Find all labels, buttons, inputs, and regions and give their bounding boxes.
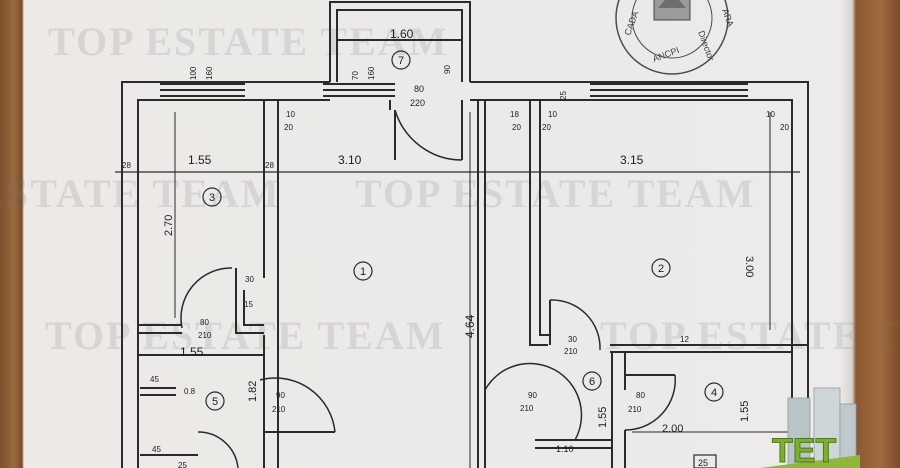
- dim-w-3-10: 3.10: [338, 153, 362, 167]
- dim-mid-28: 28: [265, 161, 274, 170]
- dim-d3-80: 80: [200, 318, 209, 327]
- room-5-label: 5: [212, 396, 218, 408]
- room-4-label: 4: [711, 387, 717, 399]
- dim-h6-1-55: 1.55: [597, 407, 609, 428]
- tet-logo: TET: [760, 387, 860, 468]
- dim-door-220: 220: [410, 98, 425, 108]
- logo-text: TET: [772, 432, 836, 468]
- dim-d6-30: 30: [568, 335, 577, 344]
- dim-top-1-60: 1.60: [390, 27, 414, 41]
- dim-d6b-210: 210: [520, 404, 534, 413]
- dim-w-0-8: 0.8: [184, 387, 196, 396]
- dim-h-3-00: 3.00: [743, 256, 755, 277]
- room-2-label: 2: [658, 263, 664, 275]
- dim-d3-210: 210: [198, 331, 212, 340]
- stamp-text-4: ARA: [720, 7, 736, 28]
- dim-t-25: 25: [559, 91, 568, 100]
- dim-h4-1-55: 1.55: [739, 401, 751, 422]
- dim-h-1-82: 1.82: [247, 381, 259, 402]
- watermark-top: TOP ESTATE TEAM: [48, 19, 449, 64]
- dim-t-10b: 10: [548, 110, 557, 119]
- dim-w2-160: 160: [367, 66, 376, 80]
- dim-t-10c: 10: [766, 110, 775, 119]
- dim-door-80: 80: [414, 84, 424, 94]
- dim-d4-80: 80: [636, 391, 645, 400]
- room-7-label: 7: [398, 55, 404, 67]
- dim-t-20a: 20: [284, 123, 293, 132]
- stamp-text-3: ANCPI: [651, 45, 680, 64]
- dim-w-25: 25: [178, 461, 187, 468]
- dim-d5-90: 90: [276, 391, 285, 400]
- dim-t-20c: 20: [542, 123, 551, 132]
- dim-w4-2-00: 2.00: [662, 423, 683, 435]
- dim-d6b-90: 90: [528, 391, 537, 400]
- dim-t-20d: 20: [780, 123, 789, 132]
- dim-t-18: 18: [510, 110, 519, 119]
- watermark-left-mid: TOP ESTATE TEAM: [0, 171, 281, 216]
- watermark-bottom-right: TOP ESTATE TEAM: [600, 313, 900, 358]
- dim-w1-160: 160: [205, 66, 214, 80]
- dim-w-1-10: 1.10: [556, 444, 574, 454]
- dim-bot-25: 25: [698, 458, 708, 468]
- dim-d7-90: 90: [443, 65, 452, 74]
- room-3-label: 3: [209, 192, 215, 204]
- watermark-center-mid: TOP ESTATE TEAM: [355, 171, 756, 216]
- dim-d-12: 12: [680, 335, 689, 344]
- dim-w-45b: 45: [152, 445, 161, 454]
- dim-h-2-70: 2.70: [163, 215, 175, 236]
- dim-h-4-64: 4.64: [463, 314, 477, 338]
- dim-w2-70: 70: [351, 71, 360, 80]
- dim-left-28: 28: [122, 161, 131, 170]
- cadastre-stamp: [615, 0, 729, 75]
- dim-d3-15: 15: [244, 300, 253, 309]
- dim-d6-210: 210: [564, 347, 578, 356]
- dim-d3-30: 30: [245, 275, 254, 284]
- stamp-text-2: Director: [696, 29, 716, 62]
- dim-w1-100: 100: [189, 66, 198, 80]
- room-6-label: 6: [589, 376, 595, 388]
- room-1-label: 1: [360, 266, 366, 278]
- dim-d4-210: 210: [628, 405, 642, 414]
- stamp-text-1: CADA: [622, 10, 640, 37]
- dim-d5-210: 210: [272, 405, 286, 414]
- dim-w-3-15: 3.15: [620, 153, 644, 167]
- dim-t-10a: 10: [286, 110, 295, 119]
- dim-w-1-55: 1.55: [188, 153, 212, 167]
- dim-t-20b: 20: [512, 123, 521, 132]
- dim-bottom-1-55: 1.55: [180, 345, 204, 359]
- dim-w-45a: 45: [150, 375, 159, 384]
